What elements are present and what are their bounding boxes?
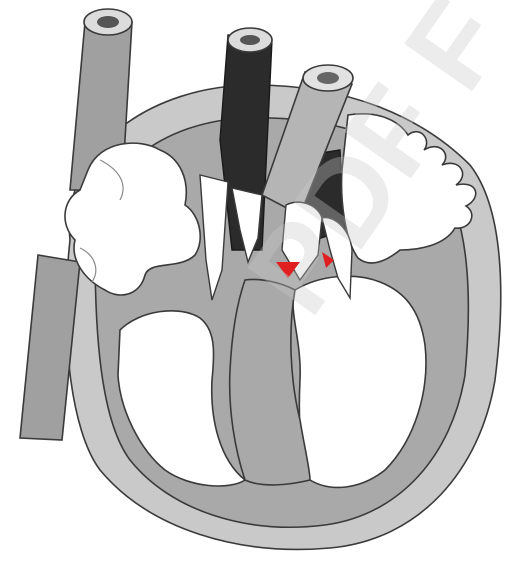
vessel-lumen (240, 35, 260, 45)
vessel-lumen (317, 72, 339, 84)
inferior-vena-cava (20, 255, 80, 440)
vessel-lumen (97, 16, 119, 28)
